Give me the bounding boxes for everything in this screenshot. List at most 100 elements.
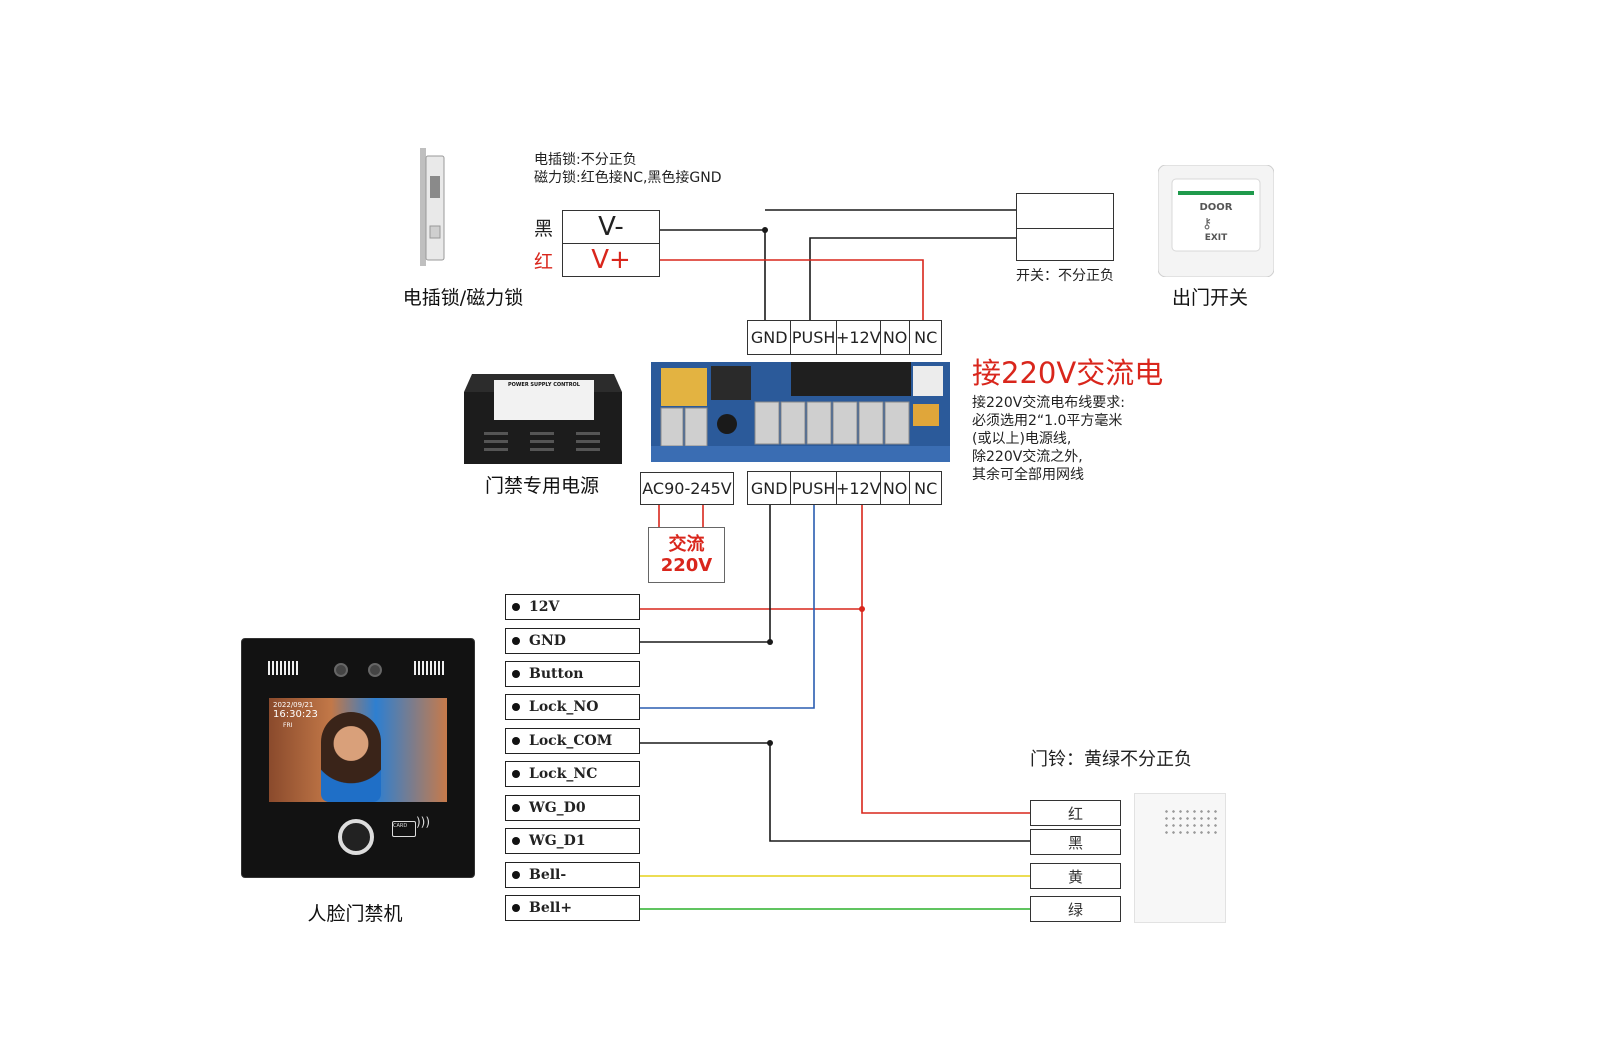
card-label: CARD — [393, 823, 408, 829]
junction-dot — [767, 740, 773, 746]
wire-lock-no — [640, 504, 815, 709]
psu-box-label: POWER SUPPLY CONTROL — [508, 382, 580, 388]
psu-top-gnd: GND — [748, 321, 792, 354]
pin-dot-icon — [512, 770, 520, 778]
pin-dot-icon — [512, 703, 520, 711]
nfc-icon: ))) — [416, 815, 431, 829]
switch-note: 开关：不分正负 — [1016, 268, 1114, 284]
pin-label: Bell- — [529, 867, 567, 883]
exit-switch-caption: 出门开关 — [1171, 287, 1248, 309]
psu-top-no: NO — [881, 321, 911, 354]
psu-req-1: 接220V交流电布线要求: — [972, 395, 1126, 411]
doorbell-image — [1134, 793, 1226, 923]
exit-text: EXIT — [1204, 233, 1228, 243]
bell-wire-black: 黑 — [1030, 829, 1121, 855]
lock-black-label: 黑 — [534, 218, 554, 240]
door-text: DOOR — [1199, 202, 1233, 213]
pin-dot-icon — [512, 737, 520, 745]
pin-dot-icon — [512, 871, 520, 879]
junction-dot — [859, 606, 865, 612]
pin-label: GND — [529, 633, 566, 649]
camera-icon — [334, 663, 348, 677]
switch-terminal-bottom — [1016, 228, 1114, 261]
pin-bell-minus: Bell- — [505, 862, 640, 888]
psu-req-5: 其余可全部用网线 — [972, 467, 1084, 483]
lock-note-1: 电插锁:不分正负 — [534, 152, 637, 168]
pin-dot-icon — [512, 837, 520, 845]
psu-board-image — [651, 362, 950, 462]
psu-bottom-12v: +12V — [836, 472, 881, 504]
fingerprint-icon — [338, 819, 374, 855]
switch-push-wire — [809, 237, 1016, 326]
lock-black-wire — [660, 229, 766, 326]
key-icon: ⚷ — [1202, 216, 1213, 232]
pin-label: Button — [529, 666, 584, 682]
face-terminal-device: 2022/09/21 16:30:23 FRI CARD ))) — [241, 638, 475, 878]
psu-top-12v: +12V — [836, 321, 881, 354]
lock-red-wire — [660, 259, 924, 326]
psu-bottom-no: NO — [881, 472, 911, 504]
pin-label: Lock_NC — [529, 766, 598, 782]
face-avatar — [321, 712, 381, 802]
v-minus-label: V- — [598, 212, 624, 242]
pin-label: 12V — [529, 599, 560, 615]
psu-bottom-terminals: GND PUSH +12V NO NC — [747, 471, 942, 505]
pin-lock-nc: Lock_NC — [505, 761, 640, 787]
exit-switch-image: DOOR ⚷ EXIT — [1157, 164, 1275, 278]
screen-date: 2022/09/21 — [273, 701, 314, 709]
face-screen: 2022/09/21 16:30:23 FRI — [269, 698, 447, 802]
pin-dot-icon — [512, 904, 520, 912]
psu-top-terminals: GND PUSH +12V NO NC — [747, 320, 942, 355]
screen-day: FRI — [283, 722, 293, 729]
pin-gnd: GND — [505, 628, 640, 654]
lock-terminal-vminus: V- — [562, 210, 660, 244]
pin-label: Lock_NO — [529, 699, 599, 715]
junction-dot — [767, 639, 773, 645]
ac-box-line2: 220V — [660, 555, 713, 576]
lock-terminal-vplus: V+ — [562, 243, 660, 277]
psu-bottom-nc: NC — [914, 478, 938, 498]
face-terminal-caption: 人脸门禁机 — [307, 903, 403, 925]
pin-bell-plus: Bell+ — [505, 895, 640, 921]
bell-wire-red: 红 — [1030, 800, 1121, 826]
camera-icon — [368, 663, 382, 677]
pin-label: WG_D0 — [529, 800, 586, 816]
pin-label: WG_D1 — [529, 833, 586, 849]
pin-wg-d1: WG_D1 — [505, 828, 640, 854]
ir-led-left-icon — [268, 661, 300, 675]
card-reader-icon — [392, 821, 416, 837]
psu-heading: 接220V交流电 — [972, 356, 1164, 390]
pin-dot-icon — [512, 603, 520, 611]
psu-req-3: (或以上)电源线, — [972, 431, 1072, 447]
psu-req-2: 必须选用2“1.0平方毫米 — [972, 413, 1123, 429]
v-plus-label: V+ — [591, 245, 631, 275]
psu-ac-terminal: AC90-245V — [640, 472, 734, 505]
ir-led-right-icon — [414, 661, 446, 675]
pin-dot-icon — [512, 637, 520, 645]
electric-lock-image — [418, 148, 448, 266]
pin-12v: 12V — [505, 594, 640, 620]
lock-red-label: 红 — [534, 251, 554, 273]
switch-terminal-top — [1016, 193, 1114, 229]
psu-bottom-push: PUSH — [791, 472, 837, 504]
psu-top-nc: NC — [914, 328, 938, 347]
doorbell-note: 门铃：黄绿不分正负 — [1030, 749, 1192, 770]
psu-caption: 门禁专用电源 — [484, 475, 599, 497]
pin-lock-com: Lock_COM — [505, 728, 640, 754]
pin-label: Lock_COM — [529, 733, 613, 749]
lock-caption: 电插锁/磁力锁 — [402, 287, 524, 309]
pin-dot-icon — [512, 670, 520, 678]
pin-wg-d0: WG_D0 — [505, 795, 640, 821]
speaker-grille-icon — [1163, 808, 1217, 838]
wire-bell-black — [769, 743, 1030, 842]
bell-wire-green: 绿 — [1030, 896, 1121, 922]
wire-bell-red — [861, 609, 1030, 814]
ac-terminal-label: AC90-245V — [642, 479, 732, 498]
screen-time: 16:30:23 — [273, 709, 318, 720]
pin-dot-icon — [512, 804, 520, 812]
psu-req-4: 除220V交流之外, — [972, 449, 1083, 465]
psu-top-push: PUSH — [791, 321, 837, 354]
pin-lock-no: Lock_NO — [505, 694, 640, 720]
ac-220v-box: 交流 220V — [648, 527, 725, 583]
